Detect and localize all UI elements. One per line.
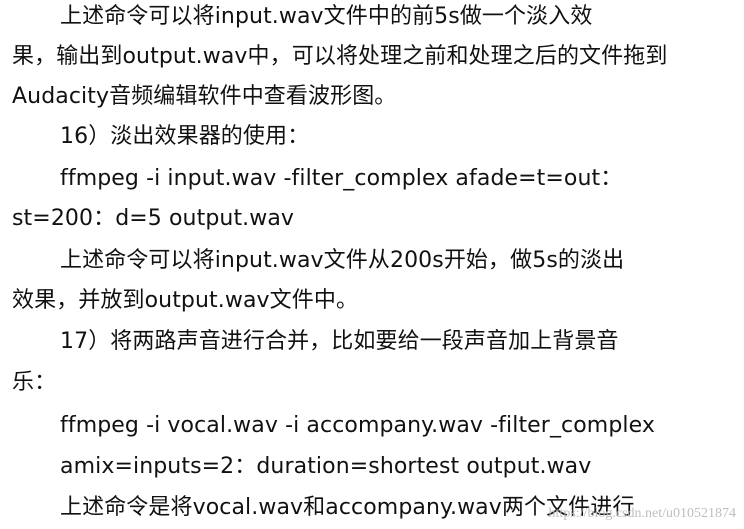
paragraph-line-6: 乐：	[12, 370, 57, 395]
command-line-3: ffmpeg -i vocal.wav -i accompany.wav -fi…	[60, 413, 655, 438]
paragraph-line-2: 果，输出到output.wav中，可以将处理之前和处理之后的文件拖到	[12, 44, 668, 69]
paragraph-line-5: 效果，并放到output.wav文件中。	[12, 288, 359, 313]
section-heading-17: 17）将两路声音进行合并，比如要给一段声音加上背景音	[60, 329, 619, 354]
watermark-url: https://blog.csdn.net/u010521874	[548, 506, 736, 521]
paragraph-line-1: 上述命令可以将input.wav文件中的前5s做一个淡入效	[60, 4, 593, 29]
paragraph-line-4: 上述命令可以将input.wav文件从200s开始，做5s的淡出	[60, 248, 625, 273]
command-line-2: st=200：d=5 output.wav	[12, 206, 295, 231]
section-heading-16: 16）淡出效果器的使用：	[60, 124, 310, 149]
command-line-1: ffmpeg -i input.wav -filter_complex afad…	[60, 166, 623, 191]
paragraph-line-7: 上述命令是将vocal.wav和accompany.wav两个文件进行	[60, 495, 635, 520]
paragraph-line-3: Audacity音频编辑软件中查看波形图。	[12, 84, 397, 109]
command-line-4: amix=inputs=2：duration=shortest output.w…	[60, 454, 592, 479]
